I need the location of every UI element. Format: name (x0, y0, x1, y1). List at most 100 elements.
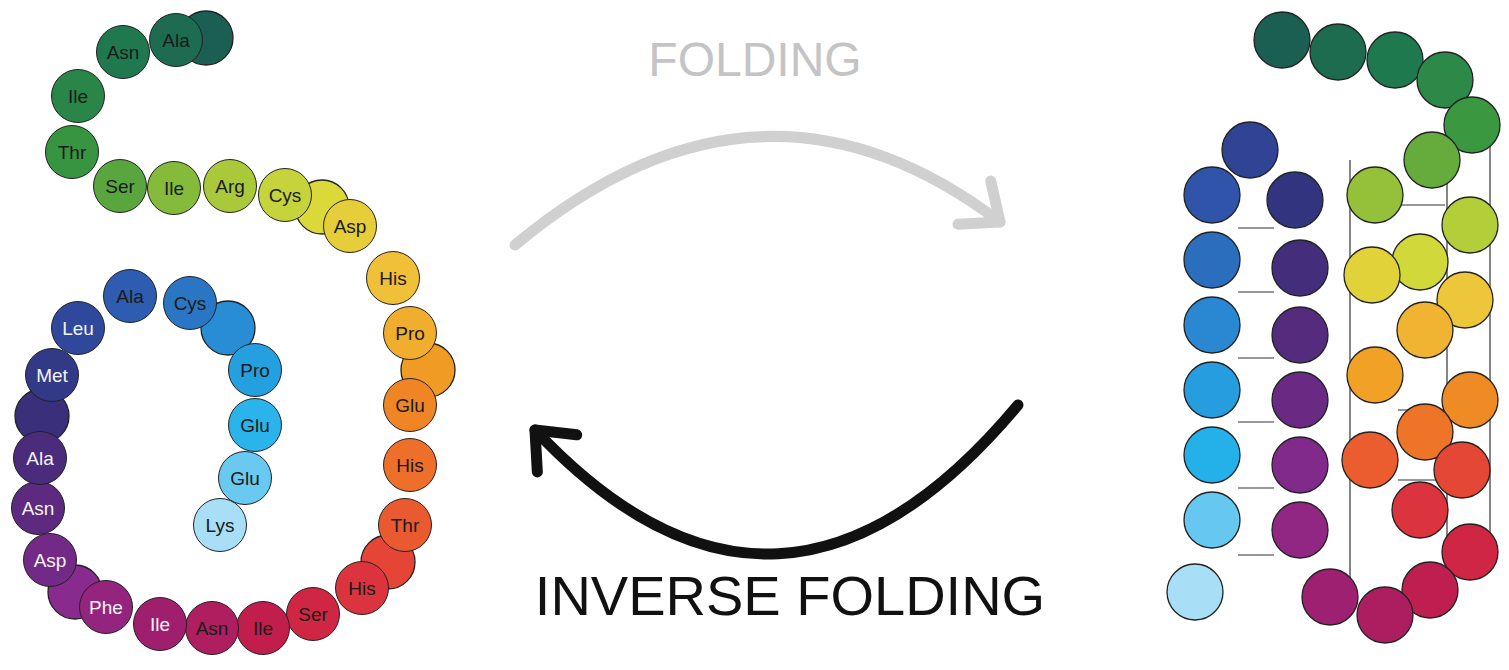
residue-name: Ser (298, 605, 328, 624)
hydrogen-bond (1238, 291, 1274, 292)
residue-name: Pro (240, 361, 270, 380)
process-label: FOLDING (648, 36, 861, 84)
amino-acid-bead: Pro (383, 306, 437, 360)
folded-bead (1392, 482, 1448, 538)
amino-acid-bead: Ile (236, 601, 290, 655)
residue-name: Leu (62, 319, 94, 338)
inverse-folding-arrow (535, 405, 1018, 554)
process-label: INVERSE FOLDING (535, 568, 1045, 624)
amino-acid-bead: Arg (203, 159, 257, 213)
residue-name: Thr (391, 516, 420, 535)
residue-name: Ala (162, 31, 189, 50)
residue-name: Glu (230, 469, 260, 488)
residue-name: Arg (215, 177, 245, 196)
folded-bead (1397, 302, 1453, 358)
folded-bead (1367, 32, 1423, 88)
residue-name: His (348, 579, 375, 598)
amino-acid-bead: Met (25, 348, 79, 402)
hydrogen-bond (1398, 204, 1445, 205)
residue-name: Ile (150, 615, 170, 634)
folded-bead (1184, 492, 1240, 548)
folded-bead (1357, 587, 1413, 643)
folded-bead (1347, 347, 1403, 403)
residue-name: His (379, 269, 406, 288)
amino-acid-bead: Leu (51, 301, 105, 355)
amino-acid-bead: Cys (163, 276, 217, 330)
hydrogen-bond (1238, 487, 1274, 488)
residue-name: Cys (269, 186, 302, 205)
amino-acid-bead: Thr (45, 125, 99, 179)
folded-bead (1184, 297, 1240, 353)
amino-acid-bead: His (366, 251, 420, 305)
bond-lines (1238, 120, 1490, 590)
amino-acid-bead: Ala (149, 13, 203, 67)
folded-bead (1347, 167, 1403, 223)
folded-bead (1184, 232, 1240, 288)
folded-bead (1310, 24, 1366, 80)
residue-name: Glu (395, 396, 425, 415)
amino-acid-bead: Phe (79, 580, 133, 634)
amino-acid-bead: His (383, 438, 437, 492)
residue-name: Ser (105, 177, 135, 196)
hydrogen-bond (1238, 227, 1274, 228)
residue-name: Ala (26, 449, 53, 468)
folded-bead (1434, 442, 1490, 498)
folded-bead (1272, 240, 1328, 296)
folded-bead (1342, 432, 1398, 488)
folded-bead (1272, 502, 1328, 558)
amino-acid-bead: Asn (185, 601, 239, 655)
residue-name: His (396, 456, 423, 475)
amino-acid-bead: Ile (133, 597, 187, 651)
residue-name: Ala (116, 287, 143, 306)
amino-acid-bead: Glu (383, 378, 437, 432)
amino-acid-bead: Ala (103, 269, 157, 323)
residue-name: Met (36, 366, 68, 385)
amino-acid-bead: Glu (228, 398, 282, 452)
folded-bead (1272, 372, 1328, 428)
folded-bead (1167, 564, 1223, 620)
strand-line (1489, 140, 1490, 540)
folded-bead (1272, 307, 1328, 363)
amino-acid-bead: Cys (258, 168, 312, 222)
folded-bead (1404, 132, 1460, 188)
hydrogen-bond (1238, 554, 1274, 555)
amino-acid-bead: Asn (96, 25, 150, 79)
folded-bead (1344, 247, 1400, 303)
residue-name: Ile (253, 619, 273, 638)
residue-name: Asp (34, 551, 67, 570)
folded-bead (1392, 234, 1448, 290)
folded-bead (1267, 172, 1323, 228)
residue-name: Ile (164, 179, 184, 198)
folded-bead (1222, 122, 1278, 178)
residue-name: Phe (89, 598, 123, 617)
residue-name: Ile (68, 87, 88, 106)
amino-acid-bead: Ala (13, 431, 67, 485)
folding-arrow (515, 136, 1000, 245)
amino-acid-bead: Asn (11, 481, 65, 535)
residue-name: Cys (174, 294, 207, 313)
amino-acid-bead: Pro (228, 343, 282, 397)
residue-name: Asn (22, 499, 55, 518)
residue-name: Asn (196, 619, 229, 638)
amino-acid-bead: Lys (193, 498, 247, 552)
arrow-head (535, 430, 577, 472)
folded-bead (1184, 427, 1240, 483)
residue-name: Asp (334, 217, 367, 236)
folded-bead (1184, 362, 1240, 418)
arrow-head (958, 181, 1000, 224)
residue-name: Asn (107, 43, 140, 62)
amino-acid-bead: Thr (378, 498, 432, 552)
residue-name: Pro (395, 324, 425, 343)
residue-name: Thr (58, 143, 87, 162)
amino-acid-bead: Ser (93, 159, 147, 213)
folded-bead (1302, 569, 1358, 625)
folded-bead (1272, 437, 1328, 493)
hydrogen-bond (1238, 357, 1274, 358)
amino-acid-bead: Asp (323, 199, 377, 253)
amino-acid-bead: His (335, 561, 389, 615)
unlabeled-beads (15, 11, 455, 619)
amino-acid-bead: Asp (23, 533, 77, 587)
folded-structure (1167, 12, 1500, 643)
amino-acid-bead: Glu (218, 451, 272, 505)
